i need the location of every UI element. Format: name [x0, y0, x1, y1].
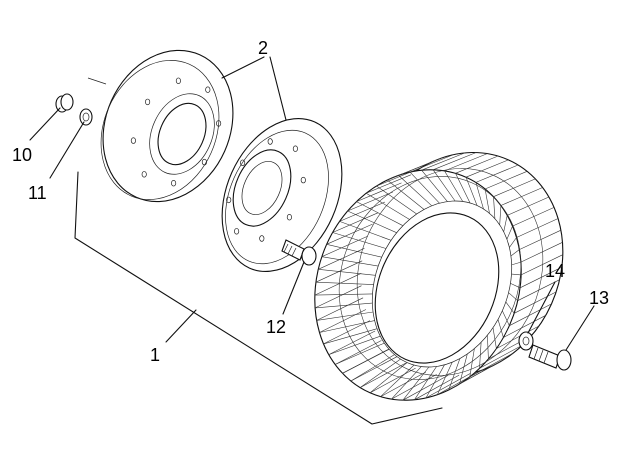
valve-stem-bolt	[528, 344, 572, 371]
callout-10: 10	[12, 145, 32, 165]
callout-11: 11	[28, 183, 47, 203]
lock-washer	[79, 108, 93, 126]
callout-1: 1	[150, 345, 160, 365]
wheel-stud	[281, 239, 317, 266]
callout-2: 2	[258, 38, 268, 58]
callout-12: 12	[266, 317, 286, 337]
rim-inner-bolt-holes	[226, 138, 306, 242]
rim-outer-bolt-holes	[130, 77, 222, 187]
assembly-bracket	[74, 171, 443, 425]
rim-half-inner	[221, 118, 343, 272]
tire-tread	[314, 152, 563, 401]
callout-labels: 2 10 11 12 1 14 13	[12, 38, 609, 365]
axis-line	[87, 77, 107, 85]
callout-14: 14	[545, 261, 565, 281]
valve-washer	[518, 331, 534, 351]
rim-half-outer	[100, 49, 234, 203]
callout-13: 13	[589, 288, 609, 308]
wheel-nut	[55, 93, 74, 113]
tire	[314, 151, 564, 401]
leader-lines	[29, 56, 595, 351]
